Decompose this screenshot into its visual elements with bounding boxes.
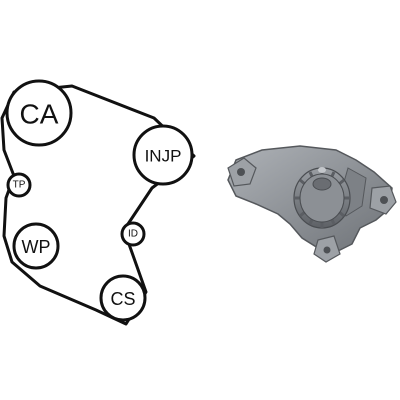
belt-routing-diagram: CA INJP TP WP ID CS bbox=[0, 79, 196, 326]
pulley-injp-label: INJP bbox=[145, 147, 182, 166]
pulley-tp: TP bbox=[6, 172, 32, 198]
pulley-ca-label: CA bbox=[20, 99, 59, 130]
pulley-injp: INJP bbox=[132, 124, 194, 186]
pulley-wp-label: WP bbox=[22, 237, 51, 257]
pulley-id: ID bbox=[120, 221, 146, 247]
pulley-id-label: ID bbox=[128, 229, 138, 240]
pulley-wp: WP bbox=[12, 222, 60, 270]
water-pump-image bbox=[227, 145, 397, 263]
pump-gear-icon bbox=[293, 167, 351, 229]
pulley-tp-label: TP bbox=[13, 180, 26, 191]
pulley-cs-label: CS bbox=[110, 289, 135, 309]
pulley-cs: CS bbox=[99, 274, 147, 322]
pulley-ca: CA bbox=[5, 79, 73, 147]
